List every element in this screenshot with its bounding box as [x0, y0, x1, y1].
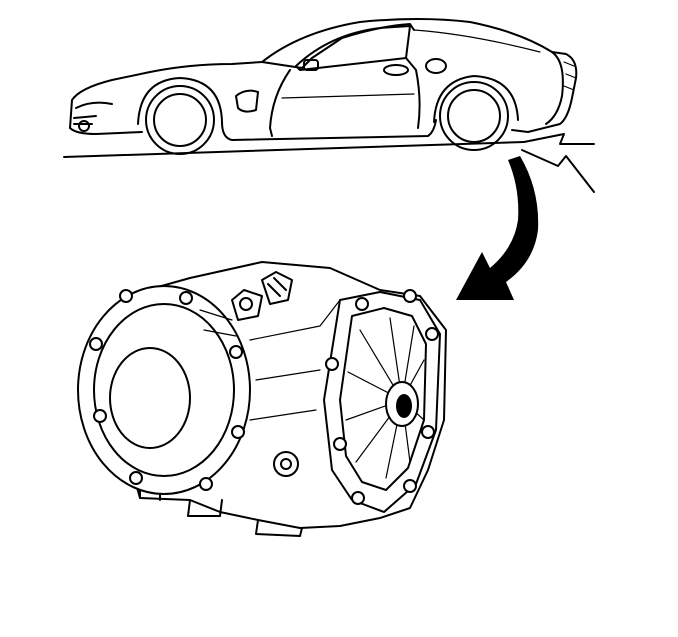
door-rear-edge [405, 57, 421, 129]
door-crease [281, 93, 415, 99]
rear-wheel-rim [447, 89, 501, 143]
rear-bumper-low [511, 129, 529, 133]
headlamp [75, 101, 113, 109]
door-handle [383, 64, 409, 76]
fuel-door [425, 58, 447, 74]
rear-cover [323, 289, 441, 513]
front-wheel [145, 85, 215, 155]
front-grille [73, 115, 97, 125]
rear-fascia [545, 51, 564, 125]
tail-lamps [563, 61, 577, 91]
top-vent-bracket [199, 271, 293, 337]
drain-plug [273, 451, 299, 477]
side-window [295, 25, 411, 71]
front-wheel-rim [153, 93, 207, 147]
sports-car-side-view-icon [63, 18, 578, 158]
roof-line [413, 29, 541, 53]
housing-seams [249, 299, 341, 421]
front-fender-vent [235, 89, 259, 113]
rear-differential-housing-icon [77, 261, 447, 537]
foot-left [187, 499, 223, 517]
ground-line [63, 141, 525, 158]
fog-lamp [78, 120, 90, 132]
foot-mid [255, 519, 303, 537]
car-body-outline [69, 18, 578, 133]
front-wheel-arch [137, 77, 223, 125]
car-rocker [221, 119, 437, 141]
curved-arrow-icon [456, 156, 539, 300]
side-cover [77, 285, 251, 495]
front-bumper [69, 127, 143, 135]
door-front-edge [269, 69, 291, 137]
rear-wheel-arch [433, 75, 519, 123]
rear-wheel [439, 81, 509, 151]
lightning-bolt-icon [521, 133, 595, 193]
side-mirror [303, 59, 319, 71]
